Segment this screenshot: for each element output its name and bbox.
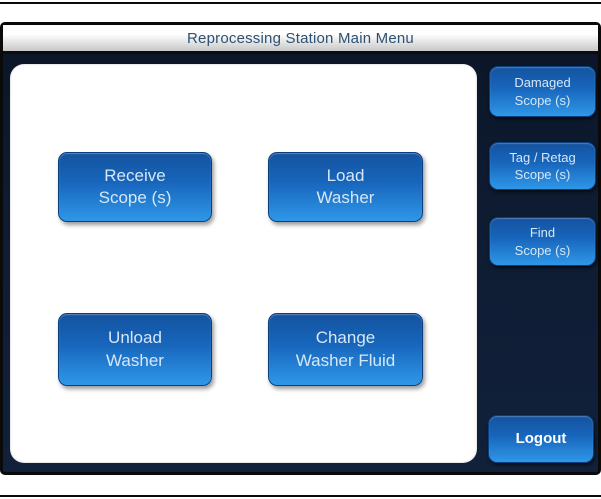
main-menu-panel: Receive Scope (s) Load Washer Unload Was… — [10, 64, 477, 463]
device-screen: Reprocessing Station Main Menu Receive S… — [0, 22, 601, 475]
logout-button[interactable]: Logout — [488, 415, 594, 463]
tag-retag-scopes-label: Tag / Retag Scope (s) — [509, 149, 576, 182]
title-bar: Reprocessing Station Main Menu — [3, 25, 598, 54]
receive-scopes-label: Receive Scope (s) — [98, 165, 172, 207]
load-washer-button[interactable]: Load Washer — [268, 152, 423, 222]
receive-scopes-button[interactable]: Receive Scope (s) — [58, 152, 212, 222]
load-washer-label: Load Washer — [316, 165, 375, 207]
logout-label: Logout — [515, 430, 567, 448]
bottom-divider — [0, 495, 601, 497]
change-washer-fluid-button[interactable]: Change Washer Fluid — [268, 313, 423, 386]
tag-retag-scopes-button[interactable]: Tag / Retag Scope (s) — [489, 142, 596, 190]
unload-washer-button[interactable]: Unload Washer — [58, 313, 212, 386]
find-scopes-label: Find Scope (s) — [514, 225, 571, 258]
find-scopes-button[interactable]: Find Scope (s) — [489, 217, 596, 266]
unload-washer-label: Unload Washer — [106, 328, 164, 370]
page-title: Reprocessing Station Main Menu — [187, 29, 414, 47]
top-divider — [0, 2, 601, 4]
damaged-scopes-label: Damaged Scope (s) — [514, 75, 571, 108]
damaged-scopes-button[interactable]: Damaged Scope (s) — [489, 66, 596, 117]
change-washer-fluid-label: Change Washer Fluid — [295, 328, 396, 370]
